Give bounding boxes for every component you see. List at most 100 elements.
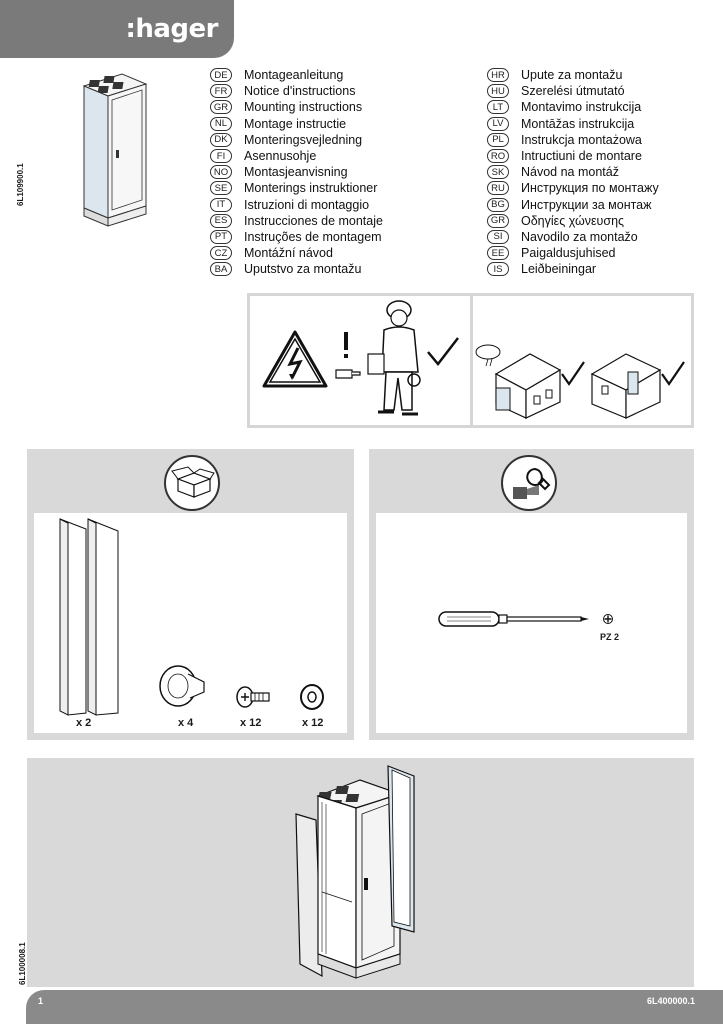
top-vertical-code: 6L109900.1 bbox=[16, 163, 25, 206]
language-title: Instruções de montagem bbox=[244, 229, 382, 244]
language-code-badge: BG bbox=[487, 197, 509, 212]
language-item: SI Navodilo za montažo bbox=[487, 229, 659, 245]
cabinet-illustration bbox=[82, 73, 148, 227]
exclamation-icon bbox=[344, 332, 348, 358]
cabinet-assembly-illustration bbox=[295, 765, 415, 979]
language-title: Paigaldusjuhised bbox=[521, 246, 616, 261]
checkmark-icon bbox=[427, 337, 459, 366]
language-title: Notice d'instructions bbox=[244, 84, 356, 99]
language-code-badge: RU bbox=[487, 181, 509, 196]
language-title: Instrucciones de montaje bbox=[244, 213, 383, 228]
language-code-badge: GR bbox=[210, 100, 232, 115]
language-title: Montážní návod bbox=[244, 246, 333, 261]
language-code-badge: CZ bbox=[210, 246, 232, 261]
language-code-badge: IS bbox=[487, 262, 509, 277]
language-title: Istruzioni di montaggio bbox=[244, 197, 370, 212]
knob-illustration bbox=[159, 665, 205, 707]
language-code-badge: NO bbox=[210, 165, 232, 180]
language-item: FR Notice d'instructions bbox=[210, 83, 383, 99]
language-code-badge: GR bbox=[487, 213, 509, 228]
qty-knob: x 4 bbox=[178, 717, 194, 729]
safety-divider bbox=[470, 296, 473, 425]
language-title: Monterings instruktioner bbox=[244, 181, 378, 196]
house-indoor-icon bbox=[590, 353, 662, 419]
qty-side-panel: x 2 bbox=[76, 717, 92, 729]
brand-logo: :hager bbox=[125, 14, 218, 44]
language-code-badge: PL bbox=[487, 132, 509, 147]
language-item: GR Οδηγίες χώνευσης bbox=[487, 213, 659, 229]
language-title: Montāžas instrukcija bbox=[521, 116, 635, 131]
tools-icon bbox=[501, 455, 557, 511]
language-item: IT Istruzioni di montaggio bbox=[210, 197, 383, 213]
side-panel-illustration bbox=[59, 518, 119, 716]
washer-illustration bbox=[300, 684, 324, 710]
language-title: Montavimo instrukcija bbox=[521, 100, 642, 115]
qty-washer: x 12 bbox=[302, 717, 324, 729]
language-item: PL Instrukcja montażowa bbox=[487, 132, 659, 148]
language-title: Leiðbeiningar bbox=[521, 262, 597, 277]
language-item: ES Instrucciones de montaje bbox=[210, 213, 383, 229]
language-item: BA Uputstvo za montažu bbox=[210, 261, 383, 277]
open-box-icon bbox=[164, 455, 220, 511]
language-title: Montageanleitung bbox=[244, 68, 344, 83]
tools-panel-content bbox=[376, 513, 687, 733]
language-title: Intructiuni de montare bbox=[521, 149, 642, 164]
language-title: Montage instructie bbox=[244, 116, 347, 131]
screwdriver-illustration bbox=[438, 611, 589, 627]
footer-bar: 1 6L400000.1 bbox=[26, 990, 723, 1024]
language-code-badge: PT bbox=[210, 229, 232, 244]
language-item: HR Upute za montažu bbox=[487, 67, 659, 83]
checkmark-icon bbox=[661, 361, 685, 386]
language-title: Instrukcja montażowa bbox=[521, 132, 642, 147]
language-code-badge: SI bbox=[487, 229, 509, 244]
language-title: Upute za montažu bbox=[521, 68, 623, 83]
language-item: GR Mounting instructions bbox=[210, 99, 383, 115]
language-item: SE Monterings instruktioner bbox=[210, 180, 383, 196]
language-item: PT Instruções de montagem bbox=[210, 229, 383, 245]
language-title: Monteringsvejledning bbox=[244, 132, 363, 147]
language-item: RU Инструкция по монтажу bbox=[487, 180, 659, 196]
language-item: CZ Montážní návod bbox=[210, 245, 383, 261]
language-item: FI Asennusohje bbox=[210, 148, 383, 164]
language-title: Uputstvo za montažu bbox=[244, 262, 362, 277]
language-title: Návod na montáž bbox=[521, 165, 619, 180]
language-title: Navodilo za montažo bbox=[521, 229, 638, 244]
language-item: LT Montavimo instrukcija bbox=[487, 99, 659, 115]
electrical-warning-icon bbox=[262, 330, 328, 388]
document-code: 6L400000.1 bbox=[646, 996, 695, 1006]
language-code-badge: BA bbox=[210, 262, 232, 277]
language-code-badge: FI bbox=[210, 149, 232, 164]
language-code-badge: LT bbox=[487, 100, 509, 115]
checkmark-icon bbox=[561, 361, 585, 386]
qty-screw: x 12 bbox=[240, 717, 262, 729]
language-code-badge: ES bbox=[210, 213, 232, 228]
language-code-badge: HR bbox=[487, 68, 509, 83]
language-code-badge: FR bbox=[210, 84, 232, 99]
screw-illustration bbox=[236, 686, 270, 708]
language-item: NL Montage instructie bbox=[210, 116, 383, 132]
language-code-badge: RO bbox=[487, 149, 509, 164]
language-code-badge: NL bbox=[210, 116, 232, 131]
language-title: Οδηγίες χώνευσης bbox=[521, 213, 625, 228]
language-item: HU Szerelési útmutató bbox=[487, 83, 659, 99]
bit-size-label: PZ 2 bbox=[600, 632, 620, 642]
language-code-badge: SE bbox=[210, 181, 232, 196]
language-title: Szerelési útmutató bbox=[521, 84, 625, 99]
language-item: DE Montageanleitung bbox=[210, 67, 383, 83]
language-code-badge: DE bbox=[210, 68, 232, 83]
language-item: IS Leiðbeiningar bbox=[487, 261, 659, 277]
language-title: Инструкция по монтажу bbox=[521, 181, 659, 196]
page-number: 1 bbox=[38, 996, 44, 1006]
language-title: Mounting instructions bbox=[244, 100, 363, 115]
bottom-vertical-code: 6L100008.1 bbox=[18, 942, 27, 985]
language-code-badge: IT bbox=[210, 197, 232, 212]
language-code-badge: HU bbox=[487, 84, 509, 99]
language-title: Asennusohje bbox=[244, 149, 317, 164]
